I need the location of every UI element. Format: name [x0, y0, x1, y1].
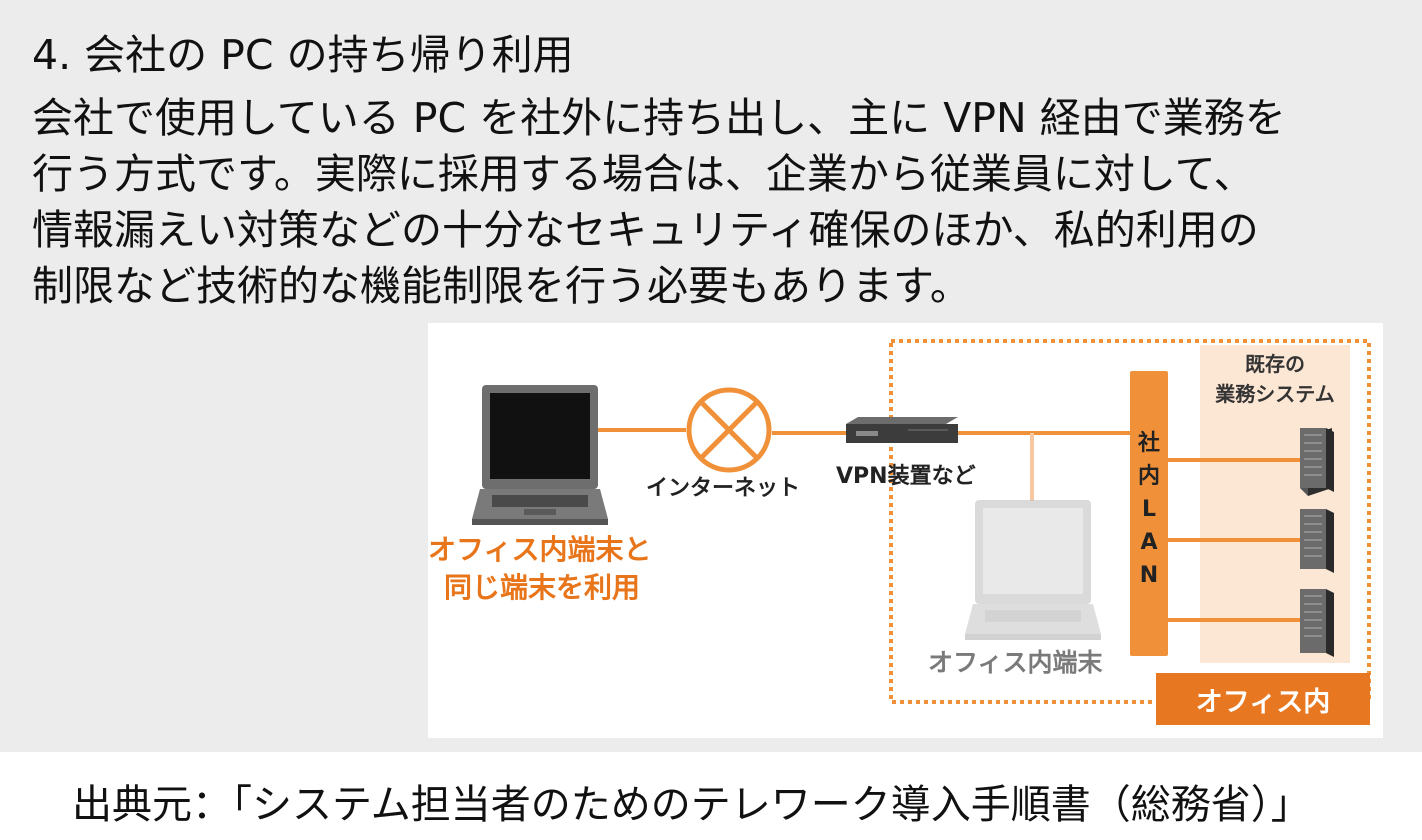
remote-laptop-caption: オフィス内端末と 同じ端末を利用 — [428, 531, 651, 607]
existing-system-label: 既存の 業務システム — [1200, 349, 1350, 409]
lan-char: L — [1141, 497, 1157, 522]
vpn-device-label: VPN装置など — [836, 464, 976, 489]
server-icon — [1300, 509, 1334, 573]
description-line: 情報漏えい対策などの十分なセキュリティ確保のほか、私的利用の — [32, 206, 1259, 254]
vpn-device-icon — [846, 417, 958, 443]
lan-char: A — [1140, 530, 1158, 555]
lan-label: 社 内 L A N — [1130, 427, 1168, 592]
office-terminal-icon — [965, 500, 1101, 640]
description-line: 制限など技術的な機能制限を行う必要もあります。 — [32, 262, 971, 310]
source-citation: 出典元：「システム担当者のためのテレワーク導入手順書（総務省）」 — [72, 782, 1311, 828]
server-icon — [1300, 589, 1334, 657]
network-diagram: オフィス内端末と 同じ端末を利用 インターネット VPN装置など オフィス内端末… — [428, 323, 1383, 738]
description-text: 会社で使用している PC を社外に持ち出し、主に VPN 経由で業務を 行う方式… — [32, 90, 1286, 314]
office-boundary — [889, 339, 1371, 704]
diagram-graphics — [472, 339, 1371, 725]
internet-icon — [686, 387, 772, 473]
system-label-line: 業務システム — [1215, 382, 1335, 406]
caption-line: 同じ端末を利用 — [444, 571, 641, 604]
description-line: 会社で使用している PC を社外に持ち出し、主に VPN 経由で業務を — [32, 94, 1286, 142]
content-panel: 4. 会社の PC の持ち帰り利用 会社で使用している PC を社外に持ち出し、… — [0, 0, 1422, 752]
description-line: 行う方式です。実際に採用する場合は、企業から従業員に対して、 — [32, 150, 1255, 198]
office-label-box — [1156, 673, 1370, 725]
office-terminal-label: オフィス内端末 — [928, 648, 1103, 677]
office-label: オフィス内 — [1195, 687, 1331, 718]
lan-char: 内 — [1137, 464, 1160, 489]
section-heading: 4. 会社の PC の持ち帰り利用 — [32, 31, 574, 79]
lan-char: 社 — [1137, 431, 1160, 456]
lan-bar — [1130, 371, 1168, 656]
remote-laptop-icon — [472, 385, 608, 525]
server-icon — [1300, 428, 1334, 496]
lan-char: N — [1139, 563, 1159, 588]
caption-line: オフィス内端末と — [428, 533, 652, 566]
system-label-line: 既存の — [1245, 352, 1305, 376]
internet-label: インターネット — [646, 476, 801, 501]
